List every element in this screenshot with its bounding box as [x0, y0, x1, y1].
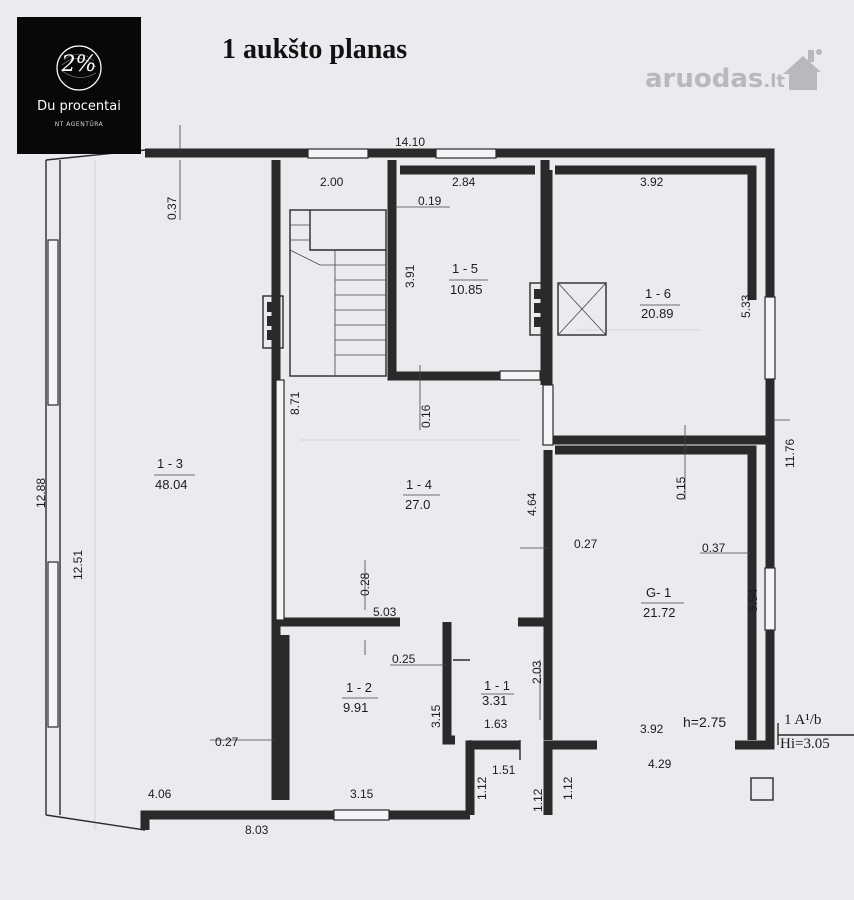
dimension-label: 4.29 [648, 757, 672, 771]
agency-name: Du procentai [37, 99, 121, 114]
room-labels: 1 - 3 48.04 1 - 4 27.0 1 - 5 10.85 1 - 6… [154, 261, 684, 715]
chimneys [262, 282, 607, 349]
agency-subtitle: NT AGENTŪRA [54, 121, 104, 128]
dimension-label: 0.28 [358, 572, 372, 596]
dimension-labels: 14.10 2.00 2.84 3.92 0.37 0.19 3.91 5.33… [34, 135, 797, 837]
dimension-label: 2.84 [452, 175, 476, 189]
watermark-text: aruodas [645, 64, 764, 94]
room-area: 10.85 [450, 282, 483, 297]
room-area: 3.31 [482, 693, 507, 708]
dimension-label: 5.03 [373, 605, 397, 619]
room-code: 1 - 3 [157, 456, 183, 471]
dimension-label: 4.06 [148, 787, 172, 801]
room-code: 1 - 5 [452, 261, 478, 276]
dimension-label: 14.10 [395, 135, 425, 149]
dimension-label: 5.33 [739, 294, 753, 318]
dimension-label: 2.03 [530, 660, 544, 684]
dimension-label: 4.64 [525, 492, 539, 516]
dimension-label: 8.71 [288, 391, 302, 415]
dimension-label: 0.15 [674, 476, 688, 500]
staircase [289, 209, 387, 377]
logo-circle-icon [56, 45, 102, 91]
agency-logo: 2% Du procentai NT AGENTŪRA [17, 17, 141, 154]
logo-mark-text: 2% [61, 52, 97, 77]
room-area: 9.91 [343, 700, 368, 715]
plan-notes: h=2.75 1 A¹/b Hi=3.05 [683, 712, 830, 752]
house-icon [783, 49, 822, 90]
windows [47, 148, 776, 821]
dimension-label: 12.88 [34, 478, 48, 508]
dimension-label: 5.54 [746, 588, 760, 612]
dimension-label: 0.16 [419, 404, 433, 428]
dimension-ticks [179, 125, 790, 741]
room-code: 1 - 6 [645, 286, 671, 301]
room-code: 1 - 1 [484, 678, 510, 693]
dimension-label: 8.03 [245, 823, 269, 837]
dimension-label: 0.37 [702, 541, 726, 555]
dimension-label: 11.76 [783, 439, 797, 468]
room-area: 21.72 [643, 605, 676, 620]
dimension-label: 0.19 [418, 194, 442, 208]
floor-note: 1 A¹/b [784, 712, 821, 728]
dimension-label: 0.25 [392, 652, 416, 666]
dimension-label: 1.12 [475, 776, 489, 800]
room-area: 27.0 [405, 497, 430, 512]
dimension-label: 1.51 [492, 763, 516, 777]
watermark: aruodas.lt [645, 64, 785, 94]
hi-note: Hi=3.05 [780, 736, 830, 752]
room-code: 1 - 2 [346, 680, 372, 695]
watermark-suffix: .lt [763, 71, 785, 92]
dimension-label: 2.00 [320, 175, 344, 189]
dimension-label: 0.27 [574, 537, 598, 551]
room-area: 20.89 [641, 306, 674, 321]
dimension-label: 3.92 [640, 175, 664, 189]
dimension-label: 1.12 [531, 788, 545, 812]
dimension-label: 3.15 [429, 704, 443, 728]
dimension-label: 12.51 [71, 550, 85, 580]
room-area: 48.04 [155, 477, 188, 492]
dimension-label: 0.27 [215, 735, 239, 749]
details [453, 659, 854, 801]
paper-texture [94, 160, 700, 830]
height-note: h=2.75 [683, 714, 726, 730]
dimension-label: 3.15 [350, 787, 374, 801]
room-code: G- 1 [646, 585, 671, 600]
dimension-label: 1.63 [484, 717, 508, 731]
room-code: 1 - 4 [406, 477, 432, 492]
plan-title: 1 aukšto planas [222, 34, 408, 65]
dimension-label: 0.37 [165, 196, 179, 220]
dimension-label: 3.91 [403, 264, 417, 288]
dimension-label: 3.92 [640, 722, 664, 736]
dimension-label: 1.12 [561, 776, 575, 800]
